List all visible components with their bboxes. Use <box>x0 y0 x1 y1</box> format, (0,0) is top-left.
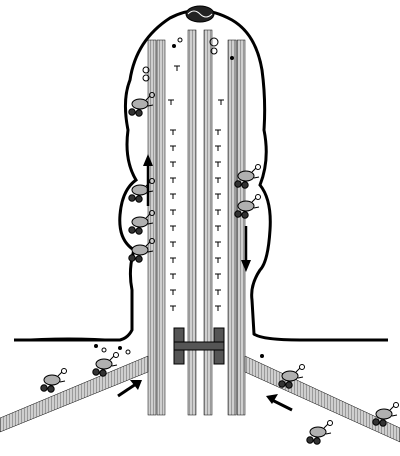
direction-arrows <box>117 154 293 412</box>
microtubule <box>227 39 237 416</box>
direction-arrow-icon <box>143 154 153 206</box>
connector-block-icon <box>173 327 225 365</box>
base-ground <box>13 337 121 341</box>
direction-arrow-icon <box>117 380 142 398</box>
small-particle-icon <box>94 37 264 358</box>
motor-complex-icon <box>306 420 333 445</box>
microtubule <box>187 29 197 416</box>
microtubule <box>0 355 149 433</box>
tip-complex-icon <box>185 5 215 23</box>
small-particles <box>94 37 264 358</box>
cytoplasmic-microtubules <box>0 355 400 443</box>
microtubule <box>203 29 213 416</box>
microtubule <box>156 39 166 416</box>
motor-complex-icon <box>40 368 67 393</box>
microtubule <box>147 39 157 416</box>
cilium-membrane <box>14 8 388 342</box>
direction-arrow-icon <box>241 226 251 272</box>
motor-complex-icon <box>372 402 399 427</box>
direction-arrow-icon <box>266 394 293 412</box>
microtubule <box>236 39 246 416</box>
